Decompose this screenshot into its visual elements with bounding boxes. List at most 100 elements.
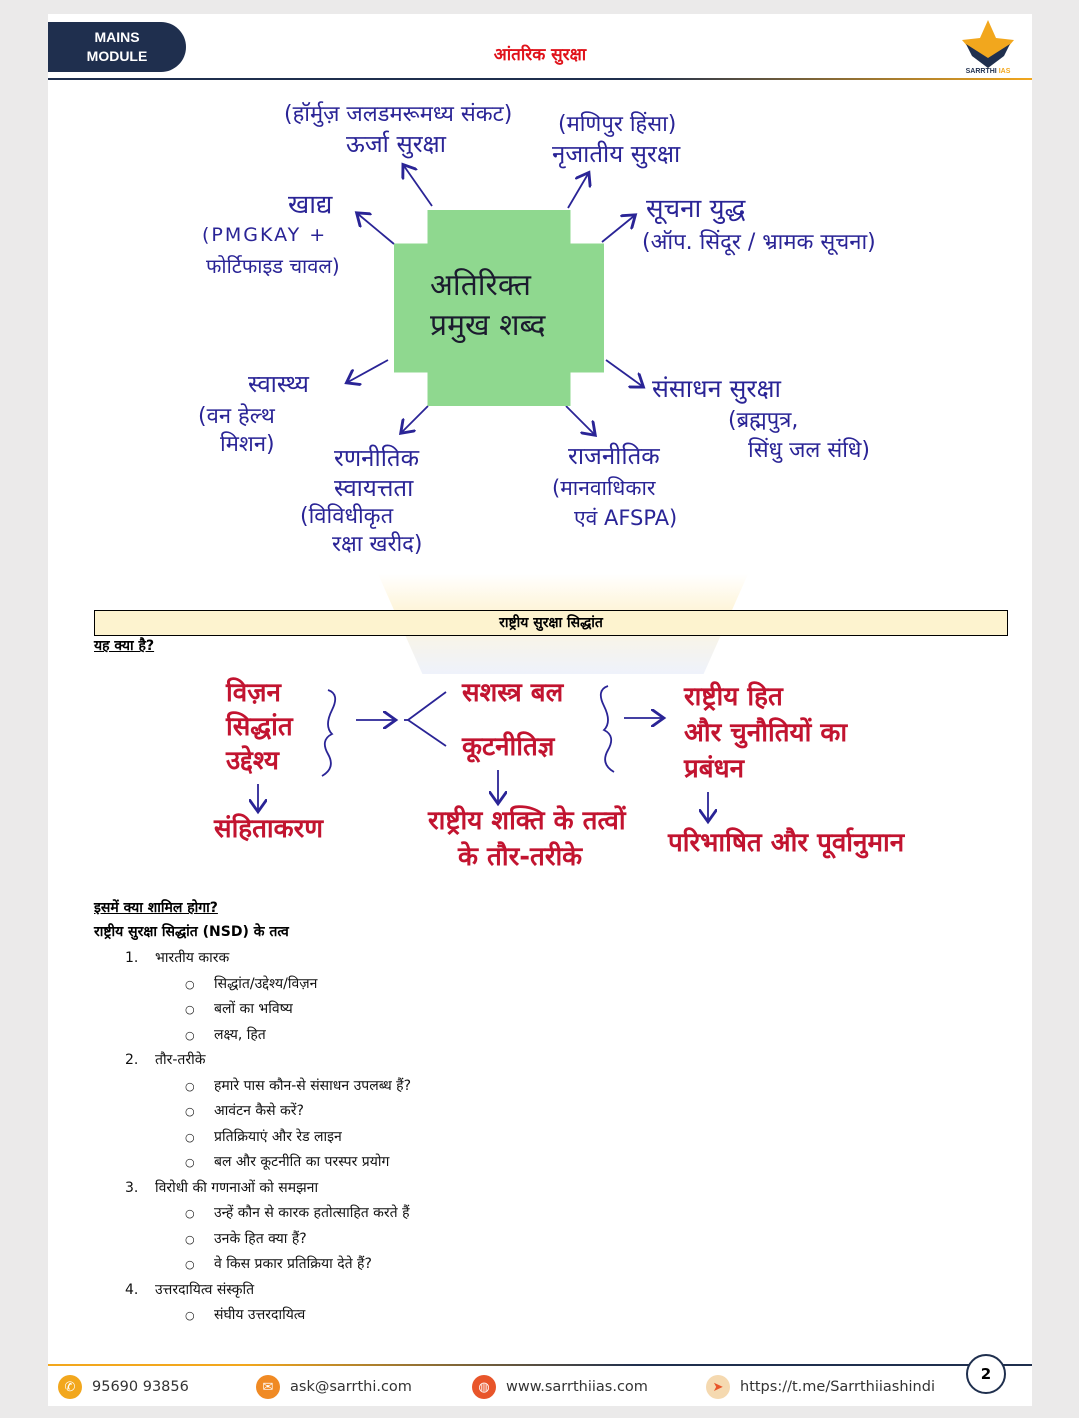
node-political: राजनीतिक: [568, 442, 660, 470]
mail-icon: ✉: [256, 1375, 280, 1399]
logo-text: SARRTHI: [965, 68, 997, 75]
flow-left-2: सिद्धांत: [226, 712, 293, 742]
bullet-icon: ○: [185, 1309, 195, 1322]
footer-telegram[interactable]: ➤ https://t.me/Sarrthiiashindi: [706, 1374, 935, 1400]
node-political-note-2: एवं AFSPA): [574, 506, 678, 530]
node-strategic-1: रणनीतिक: [334, 444, 420, 472]
node-resource: संसाधन सुरक्षा: [652, 374, 781, 403]
list-item: 3. विरोधी की गणनाओं को समझना: [122, 1176, 722, 1202]
logo-text-accent: IAS: [998, 68, 1011, 75]
bullet-icon: ○: [185, 1130, 195, 1144]
list-item-label: उत्तरदायित्व संस्कृति: [155, 1281, 255, 1298]
mindmap-arrows: [48, 14, 1032, 914]
sub-item-text: संघीय उत्तरदायित्व: [214, 1307, 306, 1323]
section-title-bar: राष्ट्रीय सुरक्षा सिद्धांत: [94, 610, 1008, 636]
flow-mid-result-1: राष्ट्रीय शक्ति के तत्वों: [428, 806, 626, 836]
footer-website-text: www.sarrthiias.com: [506, 1379, 648, 1395]
footer-phone-text: 95690 93856: [92, 1379, 189, 1395]
sub-item: ○बलों का भविष्य: [122, 997, 722, 1023]
flow-left-result: संहिताकरण: [214, 814, 324, 844]
node-ethnic-note: (मणिपुर हिंसा): [558, 112, 677, 137]
node-food: खाद्य: [288, 190, 333, 220]
node-political-note-1: (मानवाधिकार: [552, 476, 656, 500]
node-health: स्वास्थ्य: [248, 370, 309, 398]
list-item-label: तौर-तरीके: [155, 1052, 206, 1068]
flow-left-3: उद्देश्य: [226, 746, 279, 776]
nsd-elements-list: 1. भारतीय कारक ○सिद्धांत/उद्देश्य/विज़न …: [122, 946, 722, 1329]
bullet-icon: ○: [185, 1207, 195, 1220]
flow-right-1: राष्ट्रीय हित: [684, 682, 783, 712]
list-item-number: 2.: [125, 1052, 139, 1068]
node-strategic-note-2: रक्षा खरीद): [332, 532, 423, 557]
sub-item-text: प्रतिक्रियाएं और रेड लाइन: [214, 1128, 342, 1145]
bullet-icon: ○: [185, 1258, 195, 1271]
list-item-number: 4.: [125, 1281, 139, 1298]
list-item-label: विरोधी की गणनाओं को समझना: [155, 1179, 319, 1196]
header-divider: [48, 78, 1032, 80]
what-is-heading: यह क्या है?: [94, 638, 155, 654]
sub-item: ○लक्ष्य, हित: [122, 1023, 722, 1049]
telegram-icon: ➤: [706, 1375, 730, 1399]
document-page: MAINS MODULE आंतरिक सुरक्षा SARRTHI IAS: [48, 14, 1032, 1406]
node-food-note-1: (PMGKAY +: [202, 224, 328, 246]
page-title: आंतरिक सुरक्षा: [493, 45, 587, 65]
flow-right-3: प्रबंधन: [684, 754, 745, 784]
node-strategic-note-1: (विविधीकृत: [300, 504, 394, 529]
node-energy: ऊर्जा सुरक्षा: [346, 130, 446, 158]
list-item: 1. भारतीय कारक: [122, 946, 722, 972]
sub-item: ○ उन्हें कौन से कारक हतोत्साहित करते हैं: [122, 1201, 722, 1227]
sub-item-text: हमारे पास कौन-से संसाधन उपलब्ध हैं?: [214, 1077, 412, 1094]
flow-left-1: विज़न: [226, 678, 281, 708]
footer-email[interactable]: ✉ ask@sarrthi.com: [256, 1374, 412, 1400]
bullet-icon: ○: [185, 977, 195, 991]
flow-mid-2: कूटनीतिज्ञ: [462, 732, 555, 762]
node-health-note-2: मिशन): [220, 432, 275, 457]
node-resource-note-2: सिंधु जल संधि): [748, 438, 871, 463]
globe-icon: ◍: [472, 1375, 496, 1399]
includes-heading: इसमें क्या शामिल होगा?: [94, 900, 218, 916]
sub-item: ○ बल और कूटनीति का परस्पर प्रयोग: [122, 1150, 722, 1176]
sarrthi-logo: SARRTHI IAS: [958, 18, 1018, 80]
sub-item-text: सिद्धांत/उद्देश्य/विज़न: [214, 975, 318, 992]
module-line-1: MAINS: [94, 29, 140, 45]
footer-divider: [48, 1364, 1032, 1366]
footer-email-text: ask@sarrthi.com: [290, 1379, 412, 1395]
list-item: 4. उत्तरदायित्व संस्कृति: [122, 1278, 722, 1304]
node-resource-note-1: (ब्रह्मपुत्र,: [728, 408, 799, 433]
sub-item: ○ उनके हित क्या हैं?: [122, 1227, 722, 1253]
node-food-note-2: फोर्टिफाइड चावल): [206, 254, 340, 278]
sub-item: ○ वे किस प्रकार प्रतिक्रिया देते हैं?: [122, 1252, 722, 1278]
list-item: 2. तौर-तरीके: [122, 1048, 722, 1074]
sub-item-text: उन्हें कौन से कारक हतोत्साहित करते हैं: [214, 1205, 410, 1221]
logo-star-icon: [962, 20, 1014, 68]
phone-icon: ✆: [58, 1375, 82, 1399]
sub-item: ○ प्रतिक्रियाएं और रेड लाइन: [122, 1125, 722, 1151]
sub-item-text: आवंटन कैसे करें?: [214, 1103, 304, 1119]
bullet-icon: ○: [185, 1156, 195, 1169]
sub-item-text: बल और कूटनीति का परस्पर प्रयोग: [214, 1154, 390, 1170]
sub-item: ○ सिद्धांत/उद्देश्य/विज़न: [122, 972, 722, 998]
footer-phone[interactable]: ✆ 95690 93856: [58, 1374, 189, 1400]
footer-website[interactable]: ◍ www.sarrthiias.com: [472, 1374, 648, 1400]
sub-item: ○आवंटन कैसे करें?: [122, 1099, 722, 1125]
bullet-icon: ○: [185, 1003, 195, 1016]
sub-item: ○ संघीय उत्तरदायित्व: [122, 1303, 722, 1329]
sub-item: ○ हमारे पास कौन-से संसाधन उपलब्ध हैं?: [122, 1074, 722, 1100]
includes-subheading: राष्ट्रीय सुरक्षा सिद्धांत (NSD) के तत्व: [94, 924, 289, 940]
bullet-icon: ○: [185, 1028, 195, 1042]
center-line-2: प्रमुख शब्द: [430, 308, 546, 343]
list-item-label: भारतीय कारक: [155, 950, 230, 966]
module-line-2: MODULE: [86, 48, 148, 64]
sub-item-text: उनके हित क्या हैं?: [214, 1230, 307, 1247]
center-shape: [394, 210, 604, 406]
bullet-icon: ○: [185, 1079, 195, 1093]
flow-mid-1: सशस्त्र बल: [462, 678, 564, 708]
node-strategic-2: स्वायत्तता: [334, 474, 414, 502]
flow-mid-result-2: के तौर-तरीके: [458, 842, 583, 872]
bullet-icon: ○: [185, 1232, 195, 1246]
flow-right-result: परिभाषित और पूर्वानुमान: [668, 828, 905, 858]
flow-right-2: और चुनौतियों का: [684, 718, 848, 748]
center-line-1: अतिरिक्त: [430, 268, 532, 303]
sub-item-text: वे किस प्रकार प्रतिक्रिया देते हैं?: [214, 1256, 372, 1272]
node-info-note: (ऑप. सिंदूर / भ्रामक सूचना): [642, 230, 876, 255]
